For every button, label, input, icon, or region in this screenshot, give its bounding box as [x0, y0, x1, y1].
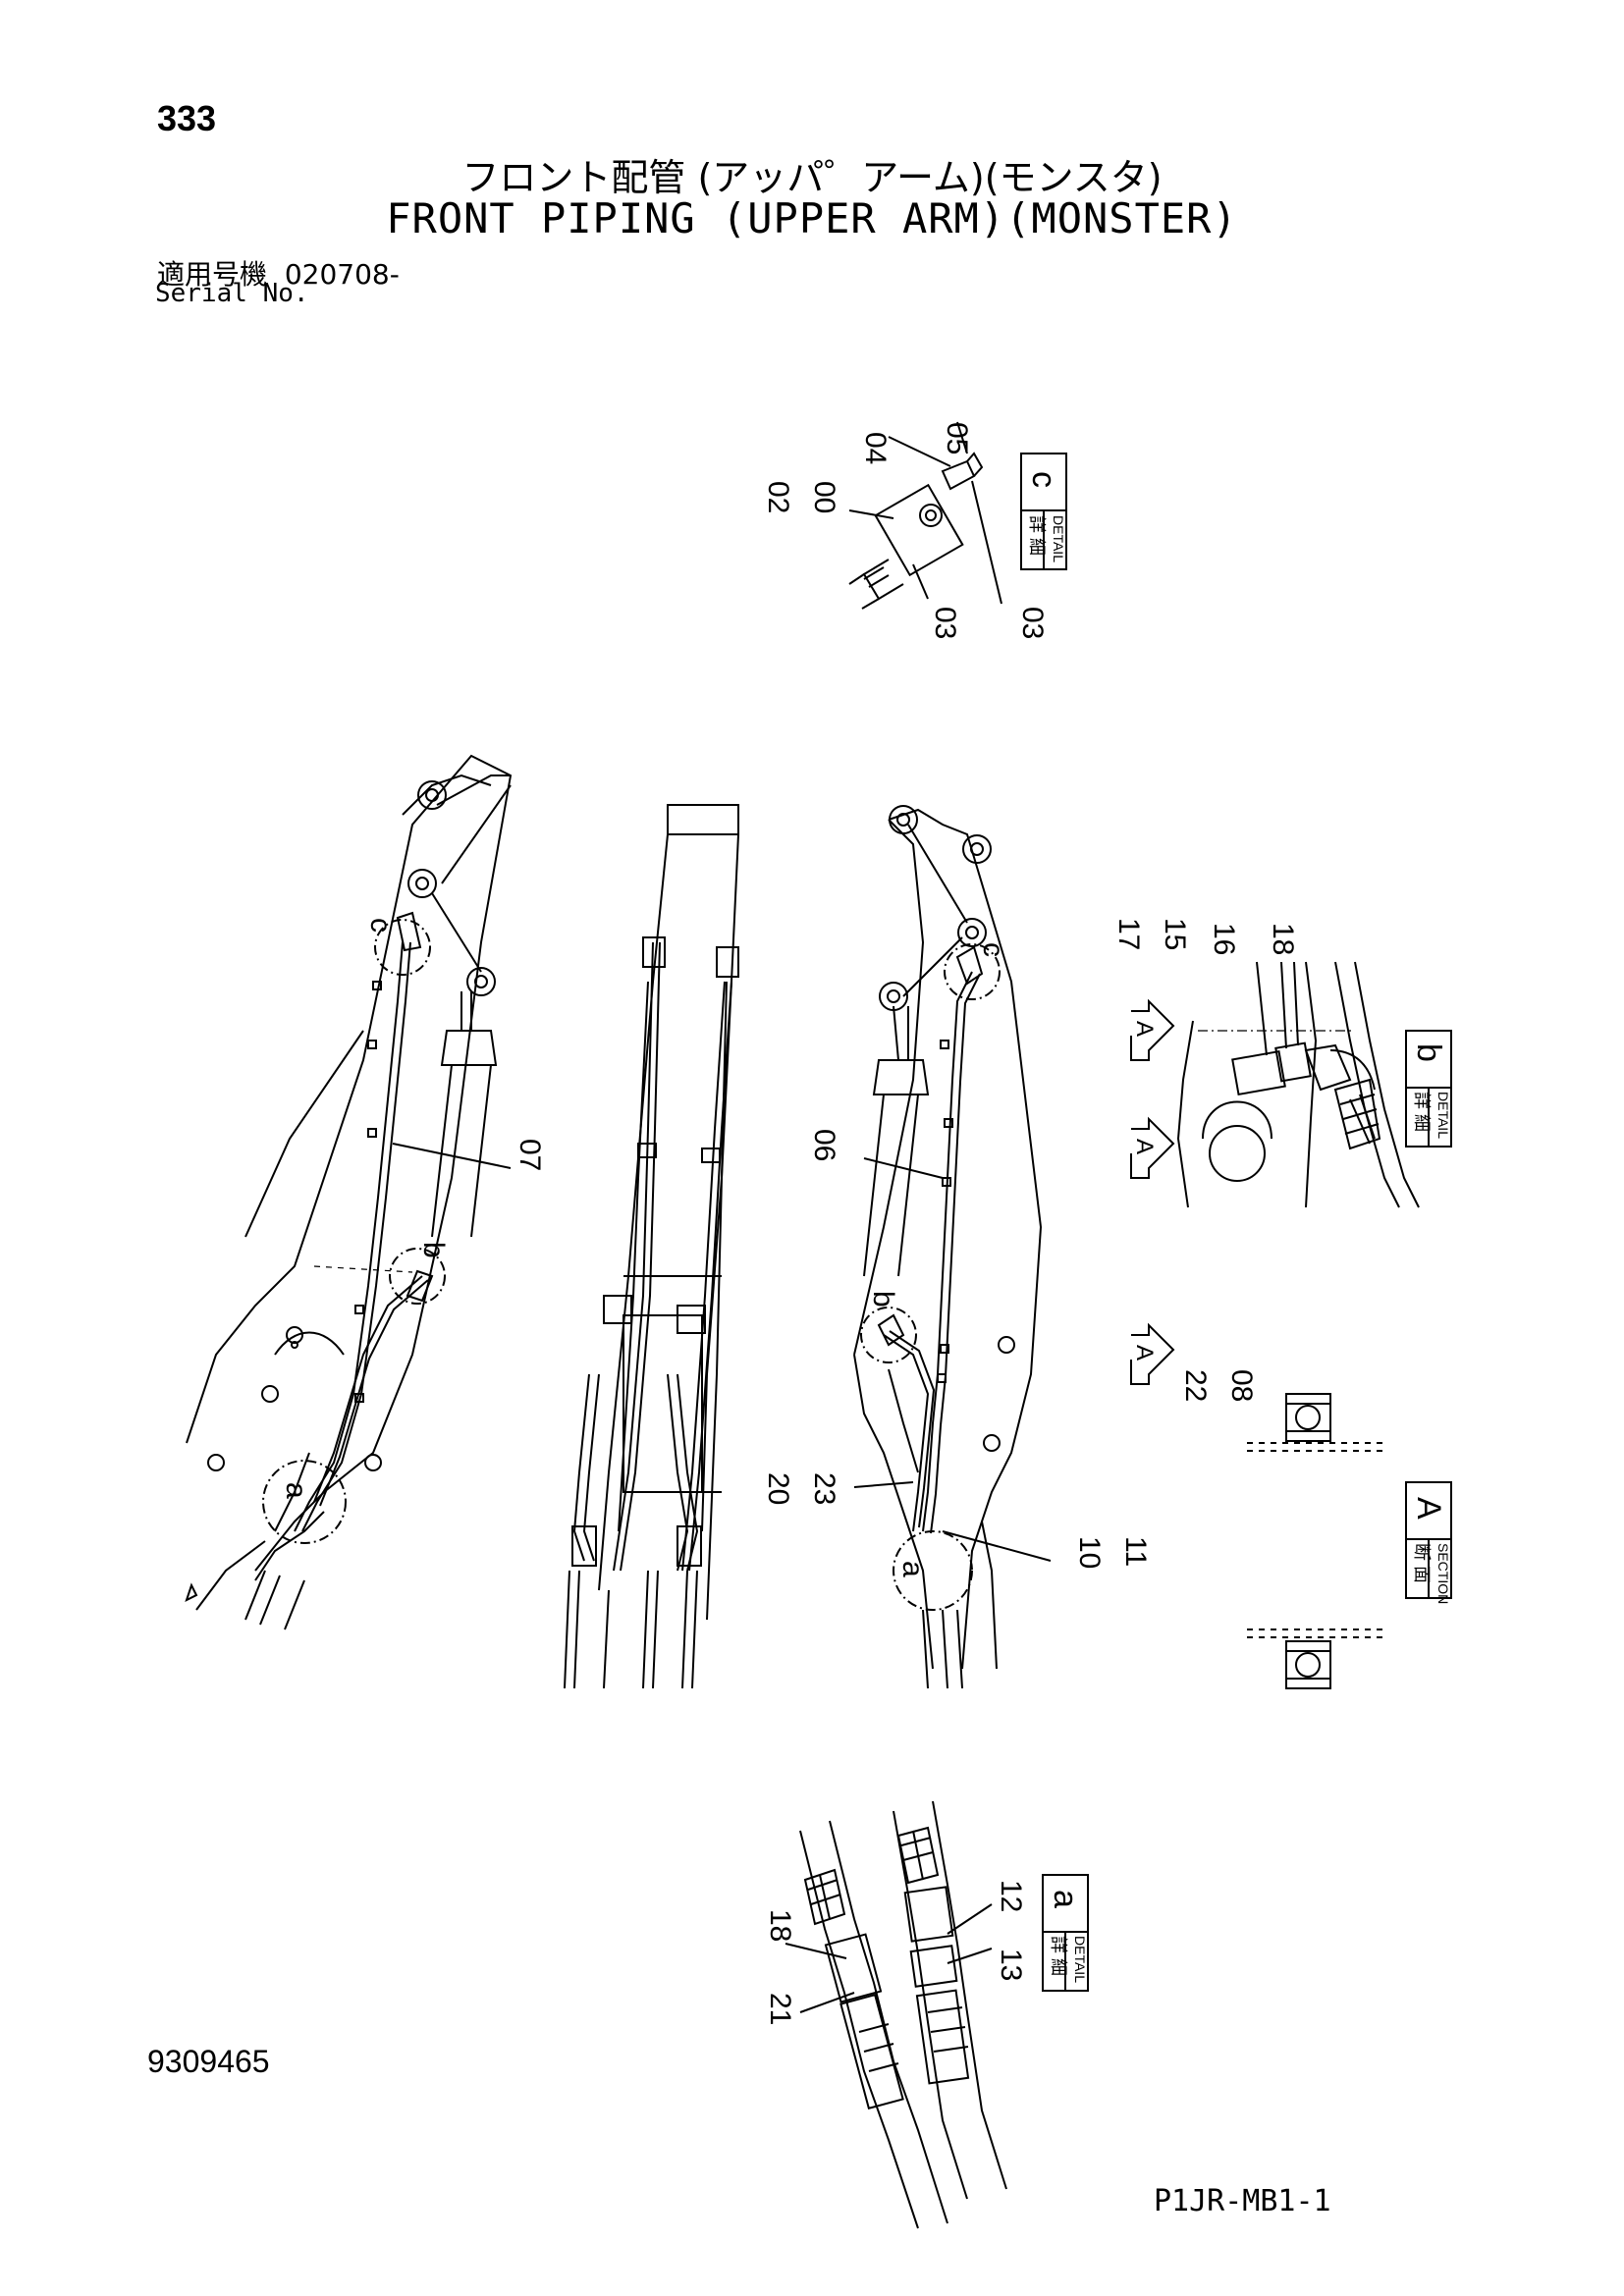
label-s-22: 22 [1179, 1369, 1212, 1402]
detail-c-drawing [848, 421, 1002, 610]
callout-right-c: c [977, 942, 1009, 957]
section-arrow-1 [1130, 998, 1175, 1061]
label-s-08: 08 [1225, 1369, 1258, 1402]
callout-left-c: c [364, 918, 397, 933]
section-arrow-2 [1130, 1116, 1175, 1179]
label-c-03a: 03 [929, 607, 961, 639]
title-japanese: フロント配管 (アッパ゜アーム)(モンスタ) [461, 156, 1163, 199]
label-c-03b: 03 [1016, 607, 1049, 639]
section-marker-2: A [1131, 1139, 1158, 1154]
label-right-20: 20 [762, 1472, 794, 1505]
document-number: 9309465 [147, 2044, 270, 2079]
drawing-code: P1JR-MB1-1 [1154, 2184, 1331, 2218]
label-a-18: 18 [764, 1909, 796, 1942]
detail-a-drawing [785, 1800, 1007, 2229]
label-b-18: 18 [1267, 923, 1299, 955]
label-right-06: 06 [808, 1129, 840, 1161]
label-right-23: 23 [808, 1472, 840, 1505]
label-c-04: 04 [859, 432, 892, 464]
section-marker-1: A [1131, 1021, 1158, 1037]
title-english: FRONT PIPING (UPPER ARM)(MONSTER) [386, 194, 1238, 242]
serial-label-jp: 適用号機 [157, 258, 268, 291]
detail-b-letter: b [1410, 1043, 1447, 1062]
section-a-drawing [1247, 1393, 1384, 1689]
callout-right-a: a [896, 1561, 929, 1577]
detail-a-en: DETAIL [1072, 1936, 1088, 1983]
detail-c-en: DETAIL [1051, 515, 1066, 562]
section-a-letter: A [1410, 1497, 1447, 1520]
detail-c-letter: c [1025, 471, 1062, 488]
serial-value: 020708- [284, 258, 400, 291]
label-b-16: 16 [1208, 923, 1240, 955]
label-right-10: 10 [1073, 1536, 1106, 1569]
serial-label-en: Serial No. [155, 279, 309, 308]
section-arrow-3 [1130, 1322, 1175, 1385]
label-a-21: 21 [764, 1993, 796, 2025]
section-marker-3: A [1131, 1345, 1158, 1361]
serial-row: 適用号機 020708- [157, 253, 400, 293]
label-c-02: 02 [762, 481, 794, 513]
detail-a-jp: 詳 細 [1049, 1936, 1068, 1976]
label-c-00: 00 [808, 481, 840, 513]
label-c-05: 05 [941, 422, 973, 454]
label-b-17: 17 [1112, 918, 1145, 950]
callout-right-b: b [867, 1291, 899, 1308]
label-a-13: 13 [995, 1949, 1027, 1981]
labels: 05 04 02 00 03 03 c 詳 細 DETAIL 07 c b a … [280, 422, 1451, 2025]
detail-c-jp: 詳 細 [1027, 515, 1047, 556]
section-a-jp: 断 面 [1412, 1543, 1432, 1583]
callout-left-b: b [417, 1242, 450, 1258]
detail-a-letter: a [1047, 1890, 1084, 1908]
arm-center-drawing [564, 804, 739, 1689]
label-b-15: 15 [1159, 918, 1191, 950]
arm-right-drawing [853, 805, 1355, 1689]
page-number: 333 [157, 98, 217, 138]
label-left-07: 07 [514, 1139, 546, 1171]
detail-b-drawing [1176, 961, 1420, 1208]
arm-left-drawing [185, 754, 513, 1630]
detail-b-en: DETAIL [1435, 1092, 1451, 1139]
detail-b-jp: 詳 細 [1412, 1092, 1432, 1132]
callout-left-a: a [280, 1482, 312, 1499]
label-right-11: 11 [1119, 1536, 1152, 1567]
label-a-12: 12 [995, 1880, 1027, 1912]
section-a-en: SECTION [1435, 1543, 1451, 1604]
